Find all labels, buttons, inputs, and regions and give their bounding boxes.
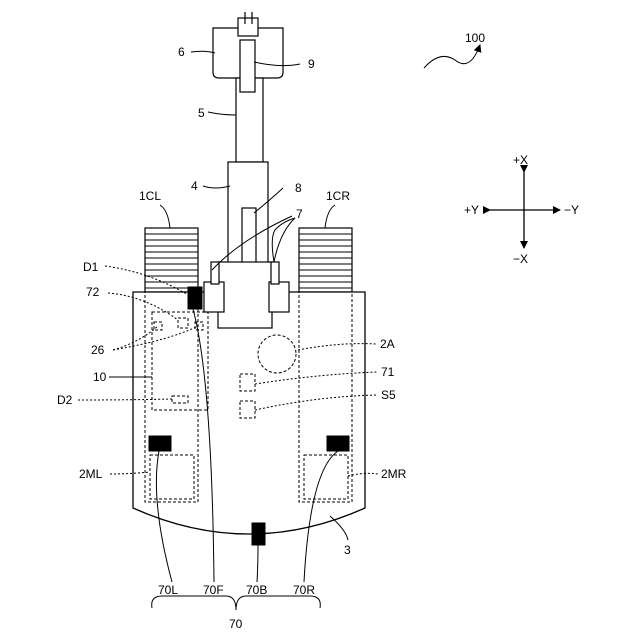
label-71: 71 — [381, 365, 395, 379]
label-70R: 70R — [293, 583, 315, 597]
camera-70L — [149, 436, 171, 451]
axis-minus-x: −X — [513, 252, 528, 266]
label-7: 7 — [296, 207, 303, 221]
label-S5: S5 — [381, 388, 396, 402]
cylinder-7-right — [269, 282, 289, 312]
label-6: 6 — [178, 45, 185, 59]
axis-plus-x: +X — [513, 153, 528, 167]
camera-70F — [188, 287, 202, 309]
camera-70B — [252, 523, 265, 545]
cylinder-7-left — [204, 282, 224, 312]
label-70: 70 — [229, 617, 243, 631]
label-70F: 70F — [203, 583, 224, 597]
axis-cross — [490, 172, 560, 248]
label-2ML: 2ML — [79, 467, 103, 481]
label-26: 26 — [91, 343, 105, 357]
label-72: 72 — [86, 285, 100, 299]
label-2MR: 2MR — [381, 467, 407, 481]
camera-70R — [327, 436, 349, 451]
label-10: 10 — [93, 370, 107, 384]
label-4: 4 — [191, 179, 198, 193]
crawler-1CR — [299, 228, 352, 292]
label-2A: 2A — [380, 337, 395, 351]
arm-top-5 — [238, 18, 258, 36]
ref-label: 100 — [465, 31, 485, 45]
label-D1: D1 — [83, 260, 99, 274]
label-70B: 70B — [246, 583, 267, 597]
label-3: 3 — [344, 543, 351, 557]
label-D2: D2 — [57, 393, 73, 407]
label-1CL: 1CL — [139, 189, 161, 203]
label-1CR: 1CR — [326, 189, 350, 203]
sensor-9 — [240, 40, 255, 92]
label-5: 5 — [198, 106, 205, 120]
axis-minus-y: −Y — [564, 203, 579, 217]
crawler-1CL — [145, 228, 198, 292]
label-8: 8 — [295, 181, 302, 195]
label-70L: 70L — [158, 583, 178, 597]
label-9: 9 — [308, 57, 315, 71]
axis-plus-y: +Y — [464, 203, 479, 217]
